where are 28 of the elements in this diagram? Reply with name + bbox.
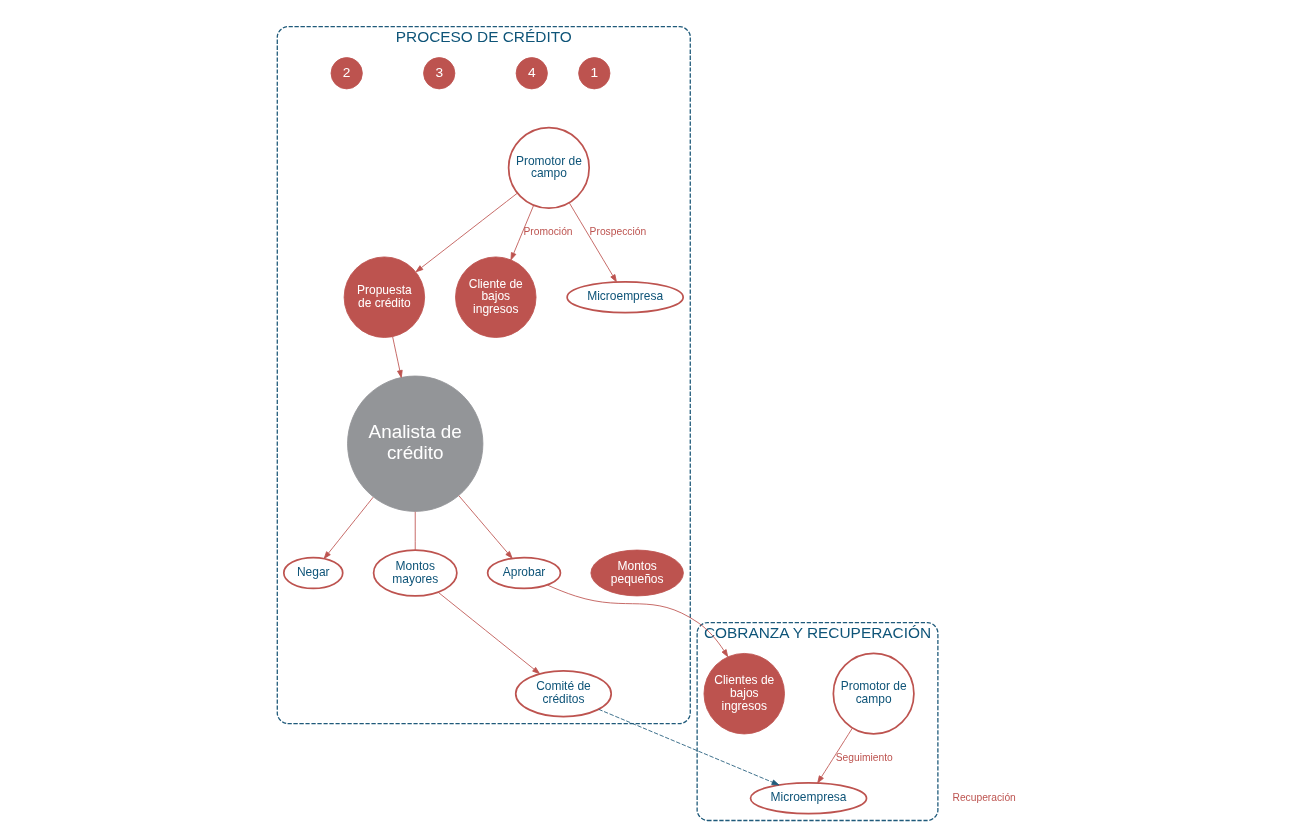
node-circle: Cliente de bajos ingresos	[454, 256, 536, 338]
node-circle: Promotor de campo	[832, 652, 915, 735]
node-ellipse: Microempresa	[565, 280, 684, 314]
arrow	[568, 202, 617, 283]
arrow	[415, 192, 518, 273]
arrow	[457, 495, 513, 559]
arrow	[510, 204, 534, 261]
connector	[414, 511, 416, 551]
node-circle: 2	[330, 57, 363, 90]
node-circle: 3	[422, 57, 455, 90]
edge-label: Promoción	[523, 226, 573, 238]
node-circle: Clientes de bajos ingresos	[703, 653, 785, 735]
arrow	[323, 496, 374, 559]
node-circle: 4	[515, 57, 548, 90]
node-ellipse: Montos pequeños	[589, 549, 684, 597]
node-ellipse: Negar	[282, 556, 344, 590]
arrow	[816, 727, 853, 784]
arrow	[546, 584, 728, 658]
arrow	[437, 592, 540, 674]
edge-label: Seguimiento	[835, 752, 893, 764]
label: Recuperación	[951, 791, 1016, 803]
node-circle: Promotor de campo	[507, 126, 590, 209]
edge-label: Prospección	[589, 226, 646, 238]
node-circle: 1	[577, 57, 610, 90]
node-ellipse: Aprobar	[486, 556, 561, 590]
node-circle: Analista de crédito	[346, 375, 483, 512]
node-ellipse: Montos mayores	[372, 549, 458, 597]
arrow	[391, 336, 403, 378]
